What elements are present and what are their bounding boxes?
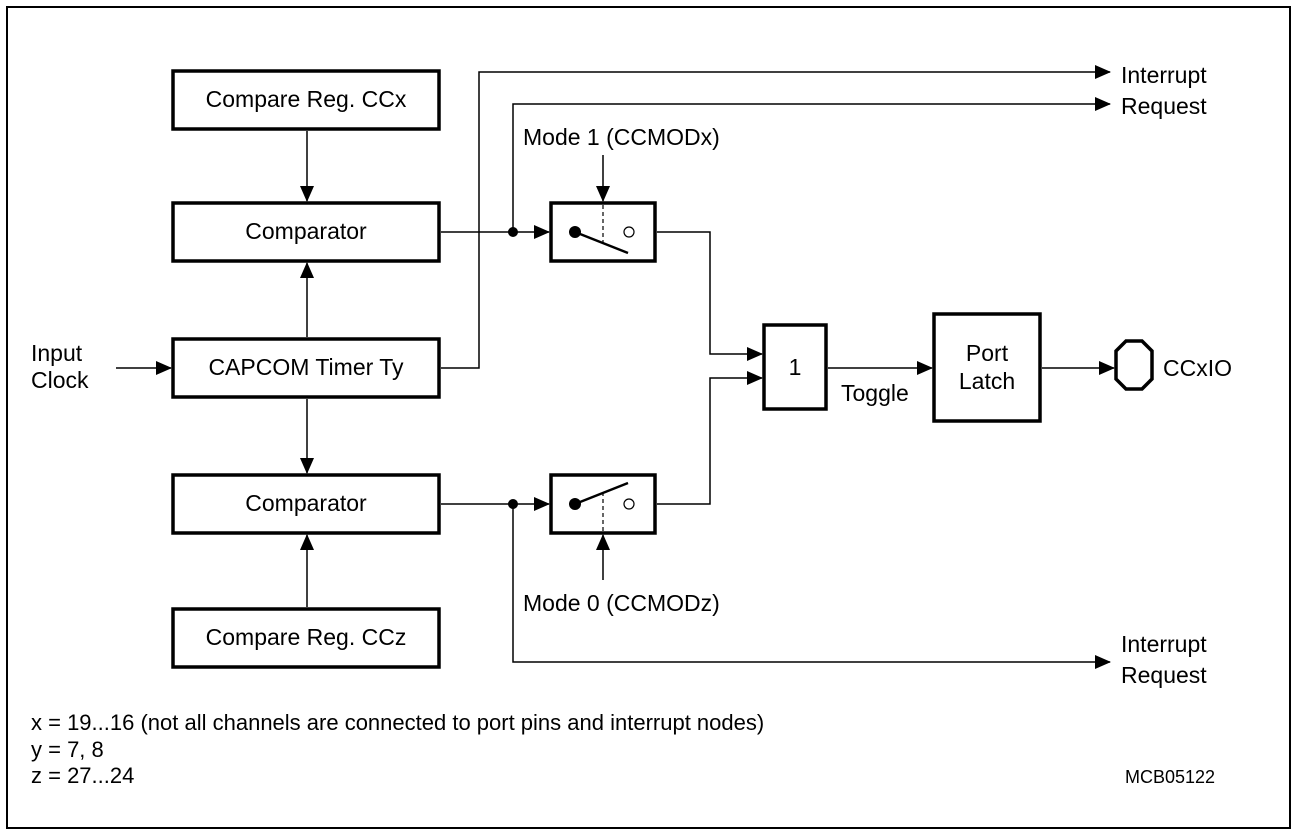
irq-bottom-label-line2: Request (1121, 662, 1207, 688)
compare-reg-z-box (171, 607, 441, 669)
port-latch-label-line2: Latch (958, 368, 1016, 394)
irq-bottom-label-line1: Interrupt (1121, 631, 1207, 657)
compare-reg-x-box (171, 69, 441, 131)
port-latch-box (932, 312, 1042, 423)
switch-bottom-to-gate-line (657, 371, 763, 505)
toggle-label: Toggle (841, 380, 909, 406)
or-gate-box (762, 323, 828, 411)
timer-interrupt-line (441, 65, 1111, 369)
mode1-label: Mode 1 (CCMODx) (523, 124, 720, 150)
switch-top-to-gate-line (657, 231, 763, 361)
figure-code: MCB05122 (1125, 767, 1216, 787)
switch-top-box (549, 201, 657, 263)
note-y-range: y = 7, 8 (31, 737, 104, 762)
output-pin-icon (1114, 339, 1154, 391)
compare-reg-x-label: Compare Reg. CCx (205, 86, 407, 112)
comparator-top-label: Comparator (245, 218, 367, 244)
switch-bottom-contact (623, 498, 635, 510)
note-z-range: z = 27...24 (31, 763, 135, 788)
comparator-top-box (171, 201, 441, 263)
port-latch-label-line1: Port (965, 340, 1009, 366)
mode0-label: Mode 0 (CCMODz) (523, 590, 720, 616)
switch-bottom-blade (574, 481, 629, 506)
switch-top-blade (574, 230, 629, 255)
irq-top-label-line1: Interrupt (1121, 62, 1207, 88)
note-x-range: x = 19...16 (not all channels are connec… (31, 710, 765, 735)
compare-reg-z-label: Compare Reg. CCz (205, 624, 407, 650)
comparator-bottom-label: Comparator (245, 490, 367, 516)
timer-box (171, 337, 441, 399)
figure-frame (6, 6, 1291, 829)
comparator-bottom-interrupt-line (512, 504, 1111, 669)
comparator-bottom-box (171, 473, 441, 535)
switch-top-contact (623, 226, 635, 238)
output-pin-label: CCxIO (1163, 355, 1232, 381)
comparator-top-interrupt-line (512, 97, 1111, 232)
or-gate-label: 1 (788, 354, 802, 380)
timer-label: CAPCOM Timer Ty (208, 354, 404, 380)
switch-bottom-box (549, 473, 657, 535)
input-clock-label-line1: Input (31, 340, 83, 366)
irq-top-label-line2: Request (1121, 93, 1207, 119)
input-clock-label-line2: Clock (31, 367, 89, 393)
